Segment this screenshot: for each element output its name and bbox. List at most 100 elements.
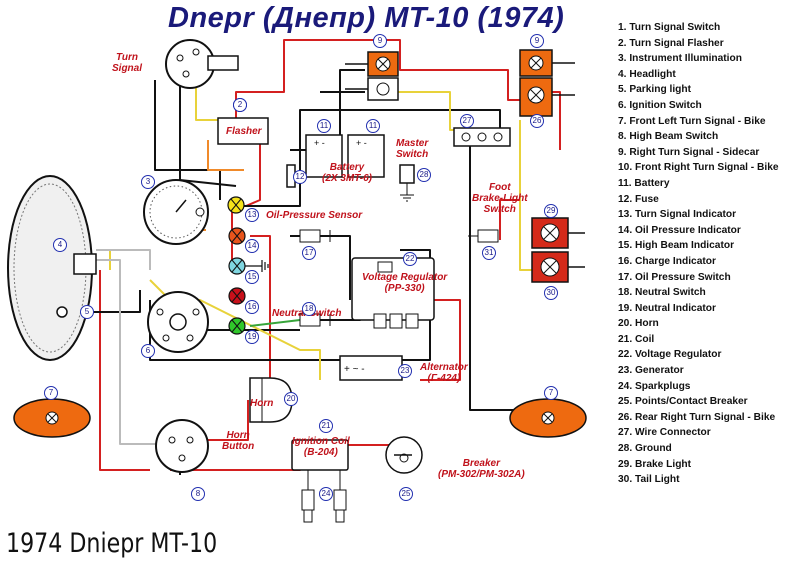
legend-item: 4. Headlight (618, 68, 676, 80)
legend-item: 5. Parking light (618, 84, 692, 96)
wire-red (206, 400, 249, 441)
svg-text:+ -: + - (356, 138, 367, 148)
legend-item: 6. Ignition Switch (618, 99, 702, 111)
indicator-lamps (227, 196, 269, 335)
callout-12: 12 (293, 170, 307, 184)
callout-23: 23 (398, 364, 412, 378)
wire-black (232, 109, 501, 207)
diagram-caption: 1974 Dniepr MT-10 (6, 528, 218, 559)
callout-5: 5 (80, 305, 94, 319)
label-master-switch: Master Switch (396, 138, 429, 160)
callout-26: 26 (530, 114, 544, 128)
callout-17: 17 (302, 246, 316, 260)
wire-black (320, 235, 351, 300)
battery: + - + - (305, 134, 385, 178)
wire-connector (453, 127, 511, 147)
legend-item: 28. Ground (618, 443, 672, 455)
legend-item: 10. Front Right Turn Signal - Bike (618, 162, 779, 174)
legend-item: 29. Brake Light (618, 458, 692, 470)
svg-text:+ -: + - (314, 138, 325, 148)
legend-item: 7. Front Left Turn Signal - Bike (618, 115, 766, 127)
wire-red (420, 299, 461, 381)
brake-light-switch (468, 229, 499, 243)
front-left-turn-signal (13, 398, 91, 438)
legend-item: 16. Charge Indicator (618, 255, 716, 267)
callout-8: 8 (191, 487, 205, 501)
label-ignition-coil: Ignition Coil (B-204) (292, 436, 350, 458)
legend-item: 8. High Beam Switch (618, 131, 719, 143)
callout-3: 3 (141, 175, 155, 189)
wire-yellow (195, 85, 220, 121)
diagram-title: Dnepr (Днепр) MT-10 (1974) (168, 2, 565, 34)
legend-item: 21. Coil (618, 333, 655, 345)
legend-item: 20. Horn (618, 318, 659, 330)
callout-13: 13 (245, 208, 259, 222)
legend-item: 19. Neutral Indicator (618, 302, 716, 314)
neutral-switch (299, 313, 331, 327)
legend-item: 26. Rear Right Turn Signal - Bike (618, 411, 776, 423)
label-oil-pressure-sensor: Oil-Pressure Sensor (266, 210, 363, 221)
ignition-coil (291, 439, 349, 471)
svg-text:+ ~ -: + ~ - (344, 364, 365, 375)
legend-item: 1. Turn Signal Switch (618, 22, 721, 33)
label-horn-button: Horn Button (222, 430, 255, 452)
callout-15: 15 (245, 270, 259, 284)
callout-2: 2 (233, 98, 247, 112)
brake-tail-light (531, 217, 585, 283)
legend-item: 18. Neutral Switch (618, 287, 706, 299)
voltage-regulator (351, 257, 435, 329)
label-breaker: Breaker (PM-302/PM-302A) (438, 458, 525, 480)
wire-red (499, 199, 520, 240)
generator: + ~ - (339, 355, 403, 381)
legend-item: 9. Right Turn Signal - Sidecar (618, 146, 760, 158)
label-horn: Horn (250, 398, 274, 409)
callout-4: 4 (53, 238, 67, 252)
legend-item: 23. Generator (618, 365, 684, 377)
wire-white (96, 259, 160, 445)
wire-orange (207, 140, 244, 171)
contact-breaker (385, 436, 423, 474)
ignition-switch (147, 291, 209, 353)
callout-7-left: 7 (44, 386, 58, 400)
legend-item: 15. High Beam Indicator (618, 240, 735, 252)
legend-item: 24. Sparkplugs (618, 380, 691, 392)
wire-yellow (519, 120, 536, 271)
label-turn-signal: Turn Signal (112, 52, 143, 74)
label-battery: Battery (2X 3MT-6) (322, 162, 373, 184)
callout-30: 30 (544, 286, 558, 300)
callout-29: 29 (544, 204, 558, 218)
headlight-connector (73, 253, 97, 275)
parking-light-bulb (56, 306, 68, 318)
rear-right-turn-signal (519, 49, 575, 117)
callout-16: 16 (245, 300, 259, 314)
callout-9-rear: 9 (530, 34, 544, 48)
callout-7-right: 7 (544, 386, 558, 400)
wire-red (245, 139, 261, 207)
legend-item: 22. Voltage Regulator (618, 349, 722, 361)
legend-item: 14. Oil Pressure Indicator (618, 224, 741, 236)
callout-27: 27 (460, 114, 474, 128)
flasher-box (217, 117, 269, 145)
callout-20: 20 (284, 392, 298, 406)
legend-item: 11. Battery (618, 177, 670, 189)
callout-6: 6 (141, 344, 155, 358)
front-right-turn-signal (509, 398, 587, 438)
master-switch (399, 164, 415, 202)
sidecar-turn-signal (345, 51, 399, 101)
turn-signal-switch (165, 39, 239, 89)
headlight (7, 175, 97, 361)
legend-item: 3. Instrument Illumination (618, 53, 742, 65)
label-flasher: Flasher (226, 126, 262, 137)
legend-list: 1. Turn Signal Switch 2. Turn Signal Fla… (618, 20, 798, 488)
label-foot-brake-switch: Foot Brake-Light Switch (472, 182, 528, 215)
label-alternator: Alternator (Г-424) (420, 362, 468, 384)
legend-item: 13. Turn Signal Indicator (618, 209, 737, 221)
callout-18: 18 (302, 302, 316, 316)
callout-28: 28 (417, 168, 431, 182)
wire-black (469, 130, 520, 411)
legend-item: 30. Tail Light (618, 474, 680, 486)
callout-14: 14 (245, 239, 259, 253)
callout-25: 25 (399, 487, 413, 501)
callout-11b: 11 (366, 119, 380, 133)
callout-31: 31 (482, 246, 496, 260)
